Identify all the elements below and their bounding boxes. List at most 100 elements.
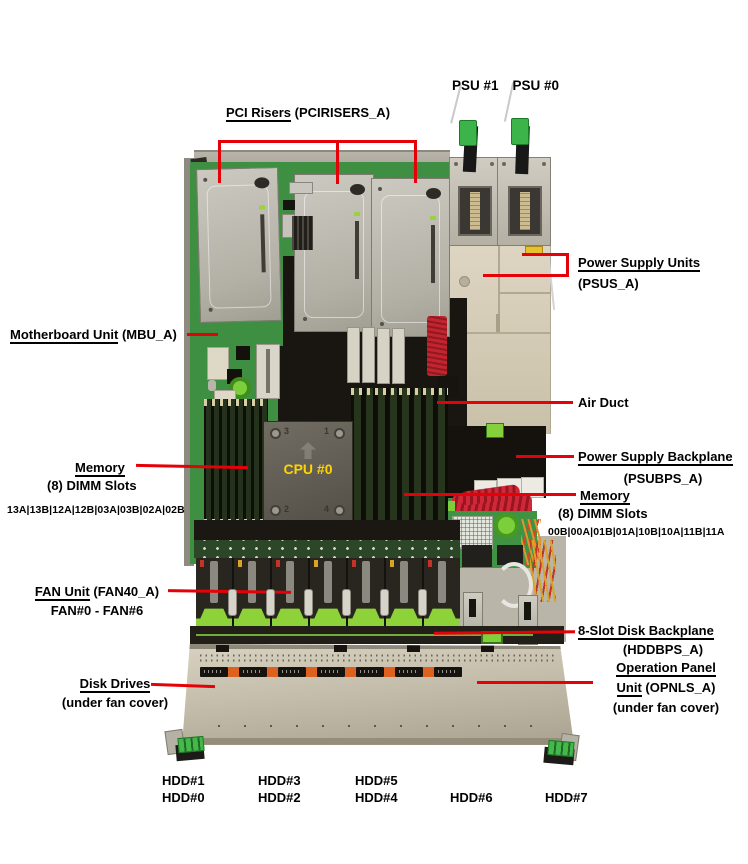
cpu-screw xyxy=(270,505,281,516)
pci-riser-cage-3 xyxy=(371,178,450,337)
bracket-slot xyxy=(469,599,476,617)
fan-green-base xyxy=(310,608,346,628)
psu-opening xyxy=(508,186,542,236)
psu0-label: PSU #0 xyxy=(512,78,560,93)
pcb-standoff-green xyxy=(494,513,519,538)
label-text-marks xyxy=(399,670,419,673)
cover-top-strip xyxy=(182,644,574,649)
cpu-corner-number: 3 xyxy=(284,426,290,436)
fan-green-base xyxy=(348,608,384,628)
white-slot xyxy=(362,327,375,383)
opnl-label-line1: Operation Panel xyxy=(616,660,716,677)
label-text-marks xyxy=(243,670,263,673)
fan xyxy=(196,558,237,628)
fan-wire xyxy=(428,560,432,567)
riser-screw xyxy=(208,307,213,312)
riser-slot xyxy=(431,225,435,283)
dimm-group-left xyxy=(204,399,268,526)
label-text-marks xyxy=(282,670,302,673)
cage-seam-h xyxy=(498,292,550,294)
cover-tab xyxy=(216,645,229,652)
pcb-crystal xyxy=(208,380,216,391)
cpu-label: CPU #0 xyxy=(283,461,333,477)
disk-backplane-strip xyxy=(190,626,564,644)
fan-post xyxy=(380,589,389,616)
operation-panel-label: Operation Panel Unit (OPNLS_A) (under fa… xyxy=(586,660,746,715)
latch-right-green xyxy=(547,739,575,758)
cage-hole xyxy=(459,276,470,287)
label-text-marks xyxy=(438,670,458,673)
hddbps-label-code: (HDDBPS_A) xyxy=(622,642,704,657)
pci-riser-cage-2 xyxy=(294,174,374,332)
mbu-label-main: Motherboard Unit xyxy=(10,327,119,344)
cover-bottom-strip xyxy=(182,738,574,745)
label-text-marks xyxy=(204,670,224,673)
cage-slot xyxy=(496,314,500,332)
fan-id-label xyxy=(317,667,345,677)
hot-plug-tag xyxy=(345,667,356,677)
riser-outline xyxy=(304,191,364,318)
fan xyxy=(422,558,460,628)
chassis-left-wall xyxy=(184,158,194,566)
fan-unit-label: FAN Unit (FAN40_A) FAN#0 - FAN#6 xyxy=(18,584,176,618)
fan-wire xyxy=(352,560,356,567)
green-clip xyxy=(486,423,504,438)
callout-bracket-pci-v3 xyxy=(414,140,417,183)
fan-label-range: FAN#0 - FAN#6 xyxy=(50,603,144,618)
callout-line-psubps xyxy=(516,455,574,458)
psus-label-code: (PSUS_A) xyxy=(578,276,639,291)
green-led xyxy=(448,501,455,511)
cpu-screw xyxy=(270,428,281,439)
fan-green-base xyxy=(424,608,460,628)
motherboard-unit-label: Motherboard Unit (MBU_A) xyxy=(10,327,177,344)
fan-post xyxy=(228,589,237,616)
psu-label-strip xyxy=(470,192,480,230)
label-text-marks xyxy=(321,670,341,673)
riser-screw xyxy=(380,322,384,326)
white-slot xyxy=(377,328,390,384)
fan-wire xyxy=(390,560,394,567)
cpu-screw xyxy=(334,505,345,516)
cover-tab xyxy=(481,645,494,652)
cpu-corner-number: 4 xyxy=(324,504,330,514)
psu-screw xyxy=(542,162,546,166)
label-text-marks xyxy=(360,670,380,673)
memory-left-sub: (8) DIMM Slots xyxy=(47,478,137,493)
cage-seam-v xyxy=(498,240,500,332)
cover-screw-row xyxy=(206,722,546,730)
fan-wire xyxy=(238,560,242,567)
fan-hub xyxy=(324,561,332,603)
pcb-chip xyxy=(283,200,295,210)
memory-left-slots-text: 13A|13B|12A|12B|03A|03B|02A|02B xyxy=(7,504,185,516)
connector-block xyxy=(462,545,492,567)
callout-bracket-pci-h xyxy=(218,140,417,143)
latch-left-green xyxy=(177,735,205,754)
memory-right-slots-text: 00B|00A|01B|01A|10B|10A|11B|11A xyxy=(548,526,725,538)
fan-hub xyxy=(286,561,294,603)
memory-right-label: Memory xyxy=(580,488,630,505)
fan-id-label xyxy=(395,667,423,677)
fan-hub xyxy=(400,561,408,603)
connector-block xyxy=(497,545,523,565)
cpu-arrow-icon xyxy=(300,442,316,459)
fan-green-base xyxy=(272,608,308,628)
psus-label-main: Power Supply Units xyxy=(578,255,701,272)
memory-left-sub-text: (8) DIMM Slots xyxy=(47,478,137,493)
power-supply-units-label: Power Supply Units (PSUS_A) xyxy=(578,255,701,291)
hdd-label: HDD#1 xyxy=(162,773,205,788)
hdd-label: HDD#5 xyxy=(355,773,398,788)
hdd-label: HDD#4 xyxy=(355,790,398,805)
cage-seam-h2 xyxy=(449,332,550,334)
callout-line-mbu xyxy=(187,333,218,336)
riser-screw xyxy=(203,177,208,182)
fan-row xyxy=(196,558,460,628)
riser-outline xyxy=(381,195,440,323)
fan xyxy=(384,558,427,628)
pci-risers-label-code: (PCIRISERS_A) xyxy=(294,105,391,120)
psubps-label-code: (PSUBPS_A) xyxy=(623,471,703,486)
psu-label-strip xyxy=(520,192,530,230)
riser-green-dot xyxy=(354,212,360,216)
psu-screw xyxy=(490,162,494,166)
